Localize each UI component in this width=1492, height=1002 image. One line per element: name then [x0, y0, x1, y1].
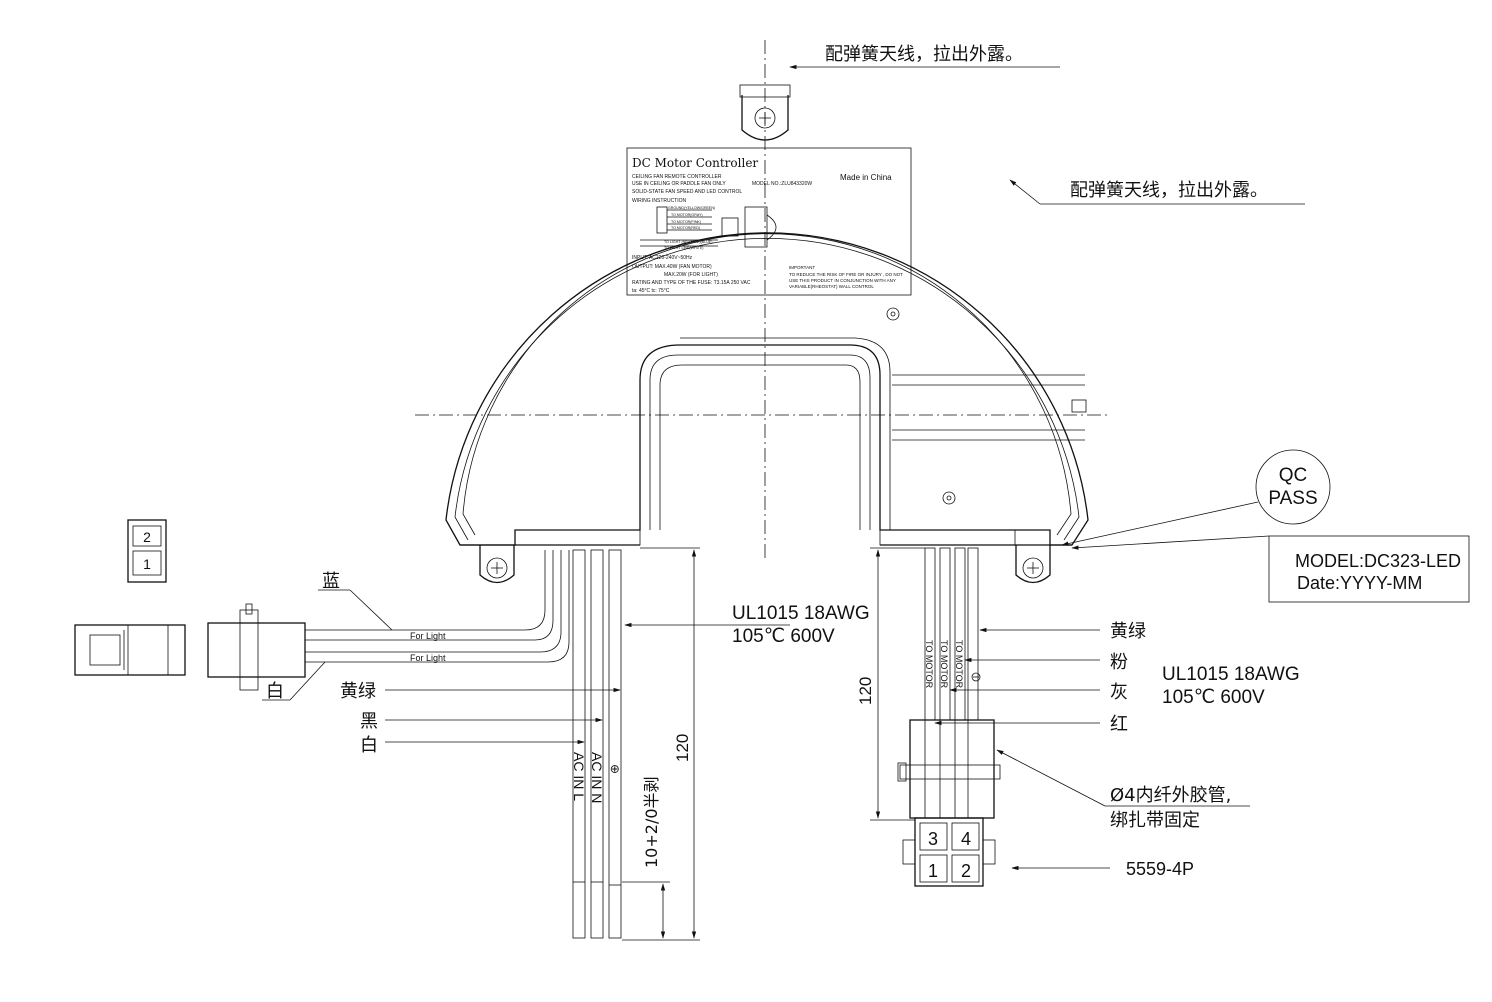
light-connector-side — [74, 603, 306, 691]
right-screw-icon — [1022, 557, 1044, 579]
right-dim-120: 120 — [856, 677, 875, 705]
top-screw-icon — [754, 107, 776, 129]
svg-text:OUTPUT: MAX.40W (FAN MOTOR): OUTPUT: MAX.40W (FAN MOTOR) — [632, 264, 712, 270]
svg-text:TO LIGHT LINE(WHITE): TO LIGHT LINE(WHITE) — [664, 246, 703, 250]
left-screw-icon — [486, 557, 508, 579]
red-label: 红 — [1110, 714, 1128, 735]
svg-text:ta: 45°C tc: 75°C: ta: 45°C tc: 75°C — [632, 288, 670, 294]
controller-housing — [445, 84, 1089, 584]
hole-icon — [886, 307, 900, 321]
svg-text:TO REDUCE THE RISK OF FIRE OR: TO REDUCE THE RISK OF FIRE OR INJURY , D… — [789, 272, 903, 277]
left-wire-spec-2: 105℃ 600V — [732, 626, 835, 647]
svg-text:1: 1 — [143, 556, 151, 572]
right-harness: TO MOTOR TO MOTOR TO MOTOR 3 4 1 2 — [856, 547, 1300, 887]
svg-text:3: 3 — [928, 829, 938, 849]
qc-pass-stamp: QC PASS — [1061, 449, 1331, 546]
svg-text:USE IN CEILING OR PADDLE FAN O: USE IN CEILING OR PADDLE FAN ONLY — [632, 181, 726, 187]
svg-text:TO MOTOR: TO MOTOR — [924, 640, 934, 689]
svg-text:Date:YYYY-MM: Date:YYYY-MM — [1297, 573, 1422, 593]
motor-connector: 3 4 1 2 — [902, 817, 996, 887]
label-plate: DC Motor Controller Made in China CEILIN… — [626, 147, 912, 296]
yellow-green-label: 黄绿 — [340, 681, 376, 702]
svg-text:TO MOTOR(PINK): TO MOTOR(PINK) — [671, 220, 701, 224]
svg-text:WIRING INSTRUCTION: WIRING INSTRUCTION — [632, 198, 687, 204]
svg-text:IMPORTANT: IMPORTANT — [789, 265, 815, 270]
gray-label: 灰 — [1110, 682, 1128, 703]
svg-text:2: 2 — [961, 861, 971, 881]
ac-in-l-label: AC IN L — [571, 752, 587, 801]
yellow-green-label: 黄绿 — [1110, 621, 1146, 642]
hole-icon — [942, 491, 956, 505]
svg-text:TO MOTOR(GRAY): TO MOTOR(GRAY) — [671, 213, 703, 217]
white-label: 白 — [360, 735, 378, 756]
svg-text:MODEL:DC323-LED: MODEL:DC323-LED — [1295, 551, 1461, 571]
svg-text:PASS: PASS — [1268, 488, 1317, 509]
svg-text:SOLID-STATE FAN SPEED AND LED: SOLID-STATE FAN SPEED AND LED CONTROL — [632, 189, 742, 195]
svg-text:CEILING FAN REMOTE CONTROLLER: CEILING FAN REMOTE CONTROLLER — [632, 174, 722, 180]
ac-in-n-label: AC IN N — [589, 752, 605, 803]
blue-wire-label: 蓝 — [322, 571, 340, 592]
plate-title: DC Motor Controller — [632, 156, 758, 170]
plate-made-in: Made in China — [840, 173, 892, 182]
svg-text:1: 1 — [928, 861, 938, 881]
antenna-callout-top: 配弹簧天线，拉出外露。 — [789, 44, 1060, 70]
svg-text:RATING AND TYPE OF THE FUSE: T: RATING AND TYPE OF THE FUSE: T3.15A 250 … — [632, 280, 751, 286]
light-connector-face: 2 1 — [127, 519, 167, 583]
svg-text:MAX.20W (FOR LIGHT): MAX.20W (FOR LIGHT) — [664, 272, 718, 278]
connector-name: 5559-4P — [1126, 859, 1194, 879]
svg-text:TO MOTOR(RED): TO MOTOR(RED) — [671, 226, 700, 230]
strip-length-note: 10+2/0半剥 — [642, 776, 661, 868]
svg-text:For Light: For Light — [410, 631, 446, 641]
model-box: MODEL:DC323-LED Date:YYYY-MM — [1071, 535, 1470, 603]
svg-text:VARIABLE(RHEOSTAT) WALL CONTRO: VARIABLE(RHEOSTAT) WALL CONTROL — [789, 284, 874, 289]
sleeve-note-1: Ø4内纤外胶管, — [1110, 785, 1231, 806]
svg-text:QC: QC — [1279, 465, 1308, 486]
ground-icon: ⊕ — [608, 764, 622, 774]
left-wire-spec-1: UL1015 18AWG — [732, 603, 870, 624]
left-dim-120: 120 — [673, 734, 692, 762]
svg-text:2: 2 — [143, 529, 151, 545]
pink-label: 粉 — [1110, 652, 1128, 673]
left-harness: 2 1 For Light For Light 蓝 白 — [74, 519, 870, 941]
svg-text:INPUT: AC220-240V~50Hz: INPUT: AC220-240V~50Hz — [632, 255, 693, 261]
svg-text:配弹簧天线，拉出外露。: 配弹簧天线，拉出外露。 — [1070, 180, 1268, 201]
antenna-callout-right: 配弹簧天线，拉出外露。 — [1009, 179, 1305, 205]
svg-text:配弹簧天线，拉出外露。: 配弹簧天线，拉出外露。 — [825, 44, 1023, 65]
sleeve-note-2: 绑扎带固定 — [1110, 810, 1200, 831]
svg-text:For Light: For Light — [410, 653, 446, 663]
ground-icon — [971, 672, 981, 682]
sleeve — [909, 719, 995, 819]
svg-text:USE THIS PRODUCT IN CONJUNCTIO: USE THIS PRODUCT IN CONJUNCTION WITH ANY — [789, 278, 896, 283]
right-wire-spec-1: UL1015 18AWG — [1162, 664, 1300, 685]
white-wire-label: 白 — [266, 681, 284, 702]
svg-text:MODEL NO.:ZLU843320W: MODEL NO.:ZLU843320W — [752, 181, 812, 187]
svg-text:4: 4 — [961, 829, 971, 849]
svg-text:TO MOTOR: TO MOTOR — [954, 640, 964, 689]
svg-text:TO MOTOR: TO MOTOR — [939, 640, 949, 689]
right-wire-spec-2: 105℃ 600V — [1162, 687, 1265, 708]
svg-text:GROUND(YELLOW/GREEN): GROUND(YELLOW/GREEN) — [668, 206, 715, 210]
svg-text:TO LIGHT (NEUTRAL)(BLUE): TO LIGHT (NEUTRAL)(BLUE) — [664, 240, 712, 244]
black-label: 黑 — [360, 711, 378, 732]
